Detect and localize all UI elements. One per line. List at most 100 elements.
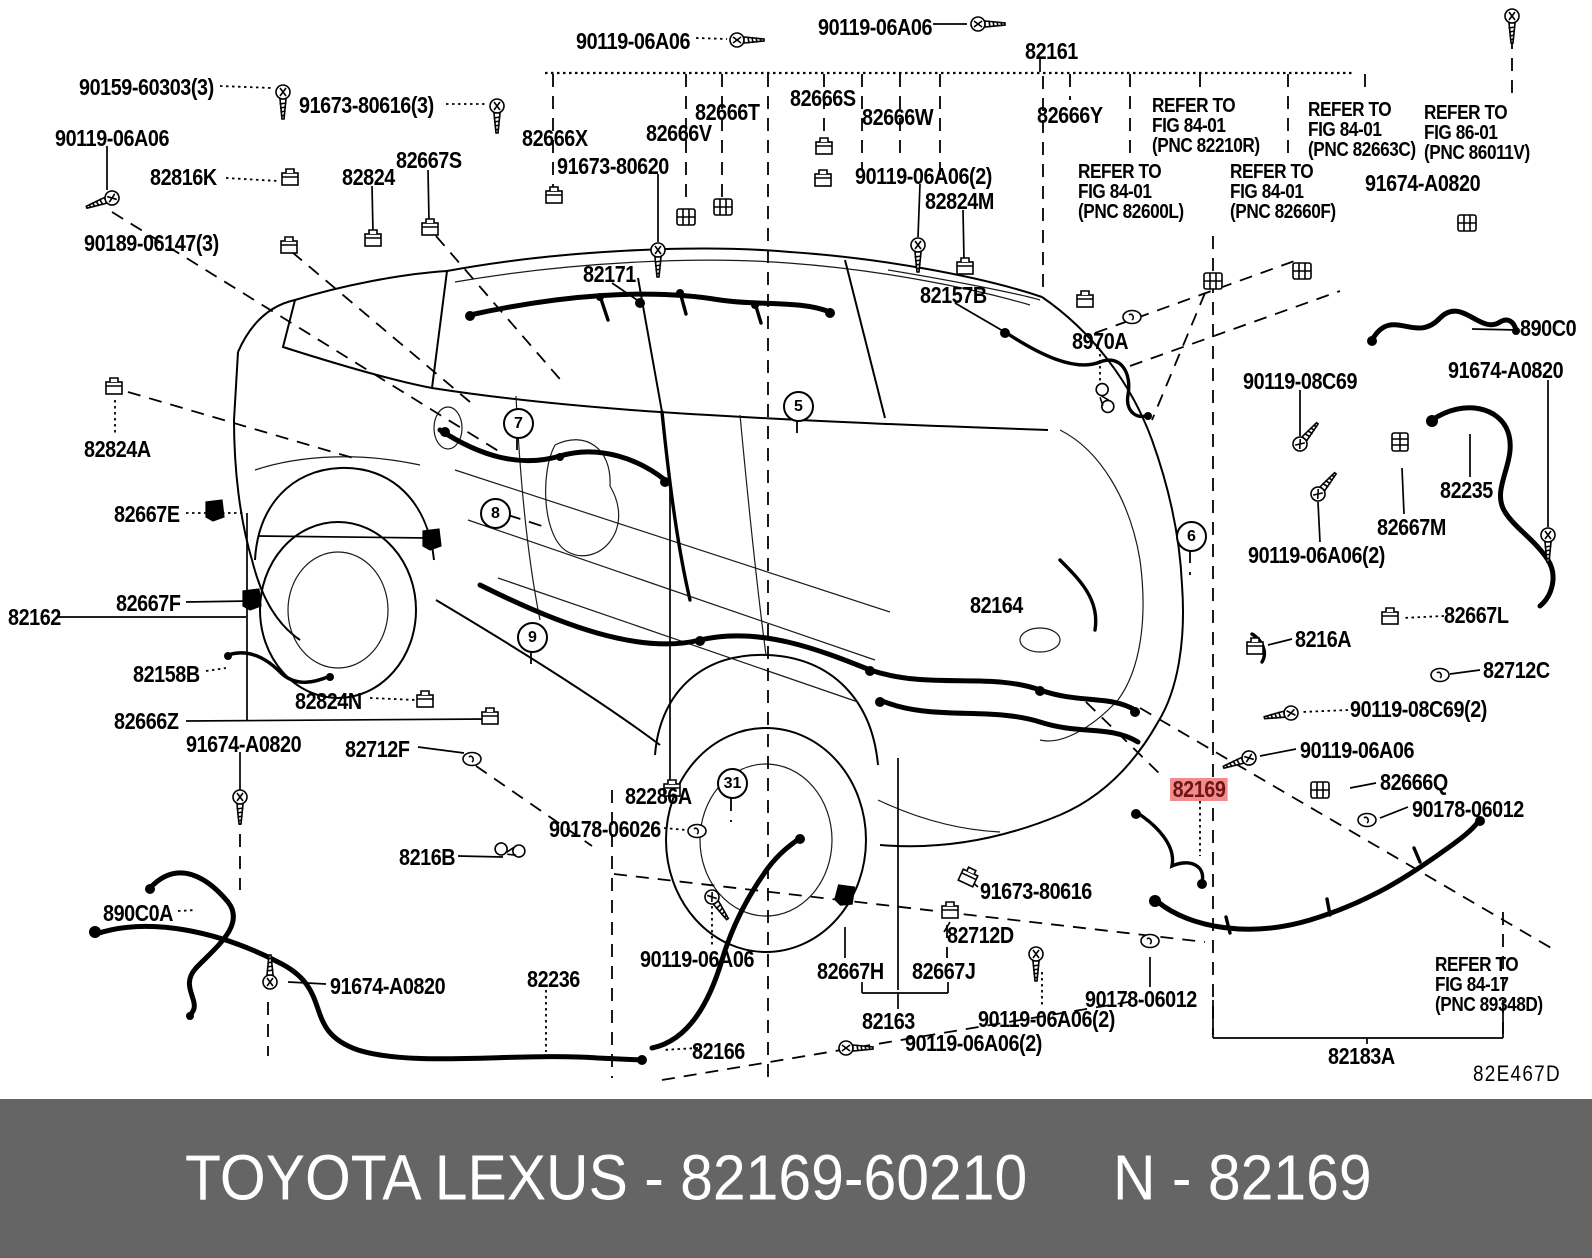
screw-icon: [729, 32, 765, 48]
part-label: 8970A: [1072, 328, 1129, 354]
grommet-icon: [462, 751, 482, 767]
part-label: 82236: [527, 966, 580, 992]
clip-icon: [416, 690, 434, 708]
part-label: 91674-A0820: [1448, 357, 1564, 383]
clip-icon: [280, 236, 298, 254]
part-label: 90178-06012: [1412, 796, 1524, 822]
part-label: 82667F: [116, 590, 181, 616]
part-label: 82824A: [84, 436, 151, 462]
clip-icon: [1381, 607, 1399, 625]
screw-icon: [701, 886, 735, 924]
part-label: 82163: [862, 1008, 915, 1034]
part-label: 90159-60303(3): [79, 74, 214, 100]
part-label: 82667H: [817, 958, 884, 984]
footer-part-title: TOYOTA LEXUS - 82169-60210: [185, 1141, 1028, 1214]
part-label: 82161: [1025, 38, 1078, 64]
connector-icon: [676, 208, 696, 226]
part-label: 82667M: [1377, 514, 1446, 540]
part-label: 90119-06A06: [640, 946, 755, 972]
part-label: 82824N: [295, 688, 362, 714]
part-label: 890C0A: [103, 900, 173, 926]
part-label: 82824M: [925, 188, 994, 214]
screw-icon: [1262, 704, 1300, 726]
clip-icon: [281, 168, 299, 186]
screw-icon: [1028, 946, 1044, 982]
callout-6: 6: [1176, 521, 1207, 552]
blackclip-icon: [422, 528, 442, 551]
clip-icon: [941, 901, 959, 919]
connector-icon: [1391, 432, 1409, 452]
part-label: 82667L: [1444, 602, 1509, 628]
clip-icon: [545, 186, 563, 204]
part-label: 82712C: [1483, 657, 1550, 683]
clamp-icon: [1087, 380, 1123, 416]
connector-icon: [1292, 262, 1312, 280]
part-label: 82666Q: [1380, 769, 1448, 795]
part-label: 82666S: [790, 85, 856, 111]
blackclip-icon: [205, 499, 225, 522]
part-label: 90119-06A06(2): [905, 1030, 1042, 1056]
callout-7: 7: [503, 408, 534, 439]
grommet-icon: [687, 823, 707, 839]
footer-bar: TOYOTA LEXUS - 82169-60210 N - 82169: [0, 1099, 1592, 1258]
refer-note: REFER TO FIG 84-01 (PNC 82210R): [1152, 95, 1260, 157]
screw-icon: [1504, 8, 1520, 44]
grommet-icon: [1140, 933, 1160, 949]
connector-icon: [1457, 214, 1477, 232]
part-label-highlighted: 82169: [1170, 777, 1229, 802]
part-label: 90178-06012: [1085, 986, 1197, 1012]
part-label: 82667S: [396, 147, 462, 173]
part-label: 90119-06A06(2): [855, 163, 992, 189]
part-label: 82183A: [1328, 1043, 1395, 1069]
part-label: 90119-06A06: [818, 14, 933, 40]
clamp-icon: [492, 835, 528, 865]
grommet-icon: [1430, 667, 1450, 683]
part-label: 91673-80616(3): [299, 92, 434, 118]
part-label: 82235: [1440, 477, 1493, 503]
clip-icon: [105, 377, 123, 395]
part-label: 890C0: [1520, 315, 1577, 341]
part-label: 82816K: [150, 164, 217, 190]
part-label: 82712D: [947, 922, 1014, 948]
grommet-icon: [1357, 812, 1377, 828]
screw-icon: [838, 1040, 874, 1056]
part-label: 91674-A0820: [1365, 170, 1481, 196]
clip-icon: [814, 169, 832, 187]
screw-icon: [275, 84, 291, 120]
refer-note: REFER TO FIG 84-01 (PNC 82663C): [1308, 99, 1416, 161]
part-label: 82171: [583, 261, 636, 287]
clip-icon: [957, 864, 981, 888]
leader-lines-solid: [58, 23, 1549, 1044]
part-label: 90119-08C69(2): [1350, 696, 1487, 722]
blackclip-icon: [242, 588, 262, 611]
clip-icon: [956, 257, 974, 275]
part-label: 82157B: [920, 282, 987, 308]
connector-icon: [1310, 781, 1330, 799]
part-label: 8216A: [1295, 626, 1352, 652]
part-label: 82666W: [862, 104, 934, 130]
part-label: 82824: [342, 164, 395, 190]
screw-icon: [1289, 418, 1324, 455]
screw-icon: [489, 98, 505, 134]
part-label: 90178-06026: [549, 816, 661, 842]
connector-icon: [1203, 272, 1223, 290]
refer-note: REFER TO FIG 86-01 (PNC 86011V): [1424, 102, 1530, 164]
grommet-icon: [1122, 309, 1142, 325]
footer-part-number: N - 82169: [1113, 1141, 1372, 1214]
part-label: 82666Z: [114, 708, 179, 734]
part-label: 82712F: [345, 736, 410, 762]
part-label: 82667J: [912, 958, 976, 984]
part-label: 90119-06A06(2): [978, 1006, 1115, 1032]
part-label: 82164: [970, 592, 1023, 618]
clip-icon: [421, 218, 439, 236]
refer-note: REFER TO FIG 84-01 (PNC 82660F): [1230, 161, 1336, 223]
part-label: 82667E: [114, 501, 180, 527]
callout-8: 8: [480, 498, 511, 529]
clip-icon: [364, 229, 382, 247]
screw-icon: [970, 16, 1006, 32]
screw-icon: [232, 789, 248, 825]
screw-icon: [1220, 748, 1259, 775]
callout-5: 5: [783, 391, 814, 422]
clip-icon: [481, 707, 499, 725]
